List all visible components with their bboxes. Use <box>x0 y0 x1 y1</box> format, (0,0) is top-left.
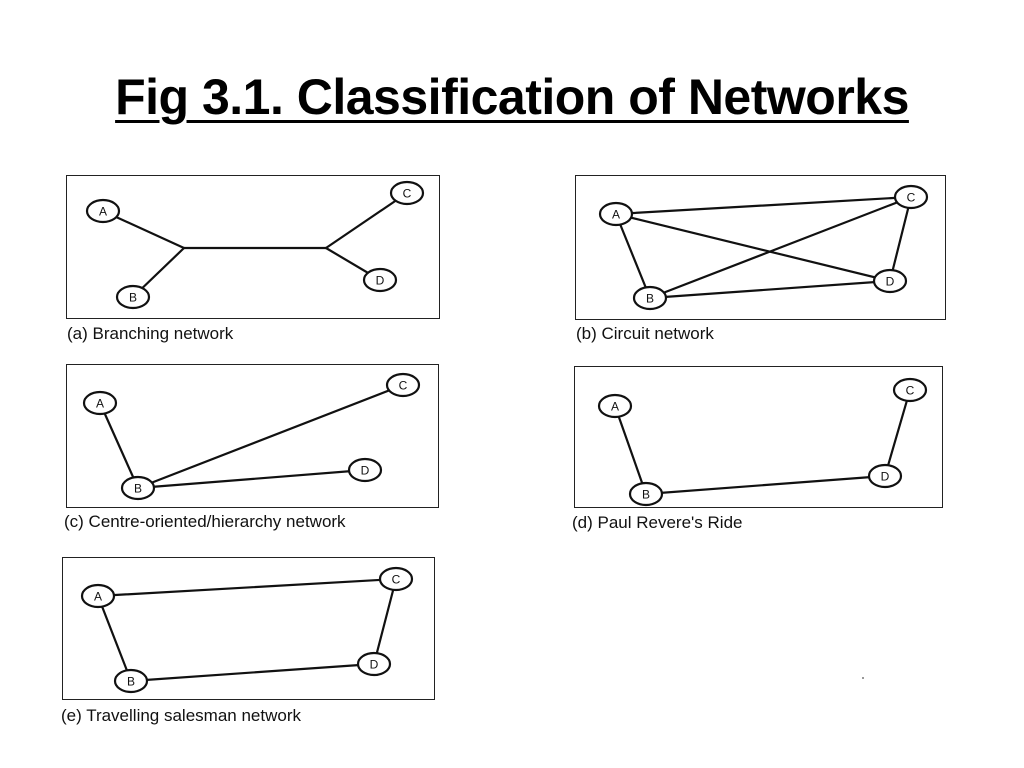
node-label: D <box>886 275 895 289</box>
node-circle <box>867 463 903 489</box>
diagram-panel-circuit: A B C D <box>575 175 946 320</box>
edge-b-d <box>136 468 367 490</box>
edge-a-c <box>614 195 913 216</box>
node-a: A <box>598 201 634 227</box>
node-label: B <box>134 482 142 496</box>
edge-b-c <box>648 195 913 300</box>
edge-a-b <box>613 404 648 496</box>
node-d: D <box>347 457 383 483</box>
node-circle <box>893 184 929 210</box>
edge-a-b <box>96 594 133 683</box>
node-d: D <box>362 267 398 293</box>
caption-paul-reveres-ride: (d) Paul Revere's Ride <box>572 513 743 532</box>
node-circle <box>356 651 392 677</box>
node-circle <box>347 457 383 483</box>
network-diagram-e: A B C D <box>80 566 414 694</box>
node-label: A <box>99 205 107 219</box>
node-label: D <box>881 470 890 484</box>
node-label: C <box>906 384 915 398</box>
node-circle <box>632 285 668 311</box>
node-c: C <box>385 372 421 398</box>
node-c: C <box>389 180 425 206</box>
node-circle <box>872 268 908 294</box>
caption-circuit-network: (b) Circuit network <box>576 324 714 343</box>
node-c: C <box>892 377 928 403</box>
node-circle <box>113 668 149 694</box>
page-title: Fig 3.1. Classification of Networks <box>115 69 909 125</box>
node-a: A <box>80 583 116 609</box>
node-circle <box>598 201 634 227</box>
node-label: D <box>361 464 370 478</box>
node-c: C <box>378 566 414 592</box>
network-diagram-d: A B C D <box>597 377 928 507</box>
node-label: D <box>370 658 379 672</box>
edge-d-c <box>372 577 398 666</box>
edge-b-d <box>644 474 887 496</box>
node-d: D <box>356 651 392 677</box>
node-circle <box>362 267 398 293</box>
node-circle <box>120 475 156 501</box>
node-circle <box>82 390 118 416</box>
caption-centre-oriented-network: (c) Centre-oriented/hierarchy network <box>64 512 346 531</box>
node-label: A <box>612 208 620 222</box>
edge-b-c <box>136 383 405 490</box>
node-circle <box>628 481 664 507</box>
network-diagram-c: A B C D <box>82 372 421 501</box>
caption-travelling-salesman-network: (e) Travelling salesman network <box>61 706 301 725</box>
node-circle <box>80 583 116 609</box>
node-label: C <box>399 379 408 393</box>
node-c: C <box>893 184 929 210</box>
node-a: A <box>597 393 633 419</box>
node-d: D <box>872 268 908 294</box>
node-circle <box>892 377 928 403</box>
node-circle <box>378 566 414 592</box>
edge-b-d <box>129 662 376 683</box>
node-label: A <box>611 400 619 414</box>
node-label: B <box>646 292 654 306</box>
node-d: D <box>867 463 903 489</box>
edge-a-b <box>98 401 140 490</box>
edge-a-d <box>614 212 892 283</box>
diagram-panel-centre-oriented: A B C D <box>66 364 439 508</box>
edge-c-d <box>888 195 913 283</box>
node-circle <box>385 372 421 398</box>
node-label: B <box>129 291 137 305</box>
network-diagram-a: A B C D <box>85 180 425 310</box>
edge-j2-c <box>324 191 409 250</box>
node-circle <box>389 180 425 206</box>
node-b: B <box>120 475 156 501</box>
edge-b-d <box>648 279 892 300</box>
node-b: B <box>113 668 149 694</box>
node-label: B <box>127 675 135 689</box>
node-label: A <box>94 590 102 604</box>
node-a: A <box>82 390 118 416</box>
edge-a-c <box>96 577 398 598</box>
node-b: B <box>628 481 664 507</box>
diagram-panel-travelling-salesman: A B C D <box>62 557 435 700</box>
node-circle <box>597 393 633 419</box>
caption-branching-network: (a) Branching network <box>67 324 234 343</box>
node-label: D <box>376 274 385 288</box>
diagram-panel-branching: A B C D <box>66 175 440 319</box>
node-label: A <box>96 397 104 411</box>
node-b: B <box>115 284 151 310</box>
node-label: C <box>392 573 401 587</box>
node-circle <box>115 284 151 310</box>
edge-d-c <box>883 388 912 478</box>
node-label: B <box>642 488 650 502</box>
node-label: C <box>403 187 412 201</box>
network-diagram-b: A B C D <box>598 184 929 311</box>
node-a: A <box>85 198 121 224</box>
diagram-panel-paul-revere: A B C D <box>574 366 943 508</box>
node-label: C <box>907 191 916 205</box>
edge-a-b <box>614 212 652 300</box>
stray-mark <box>862 677 864 679</box>
node-b: B <box>632 285 668 311</box>
node-circle <box>85 198 121 224</box>
